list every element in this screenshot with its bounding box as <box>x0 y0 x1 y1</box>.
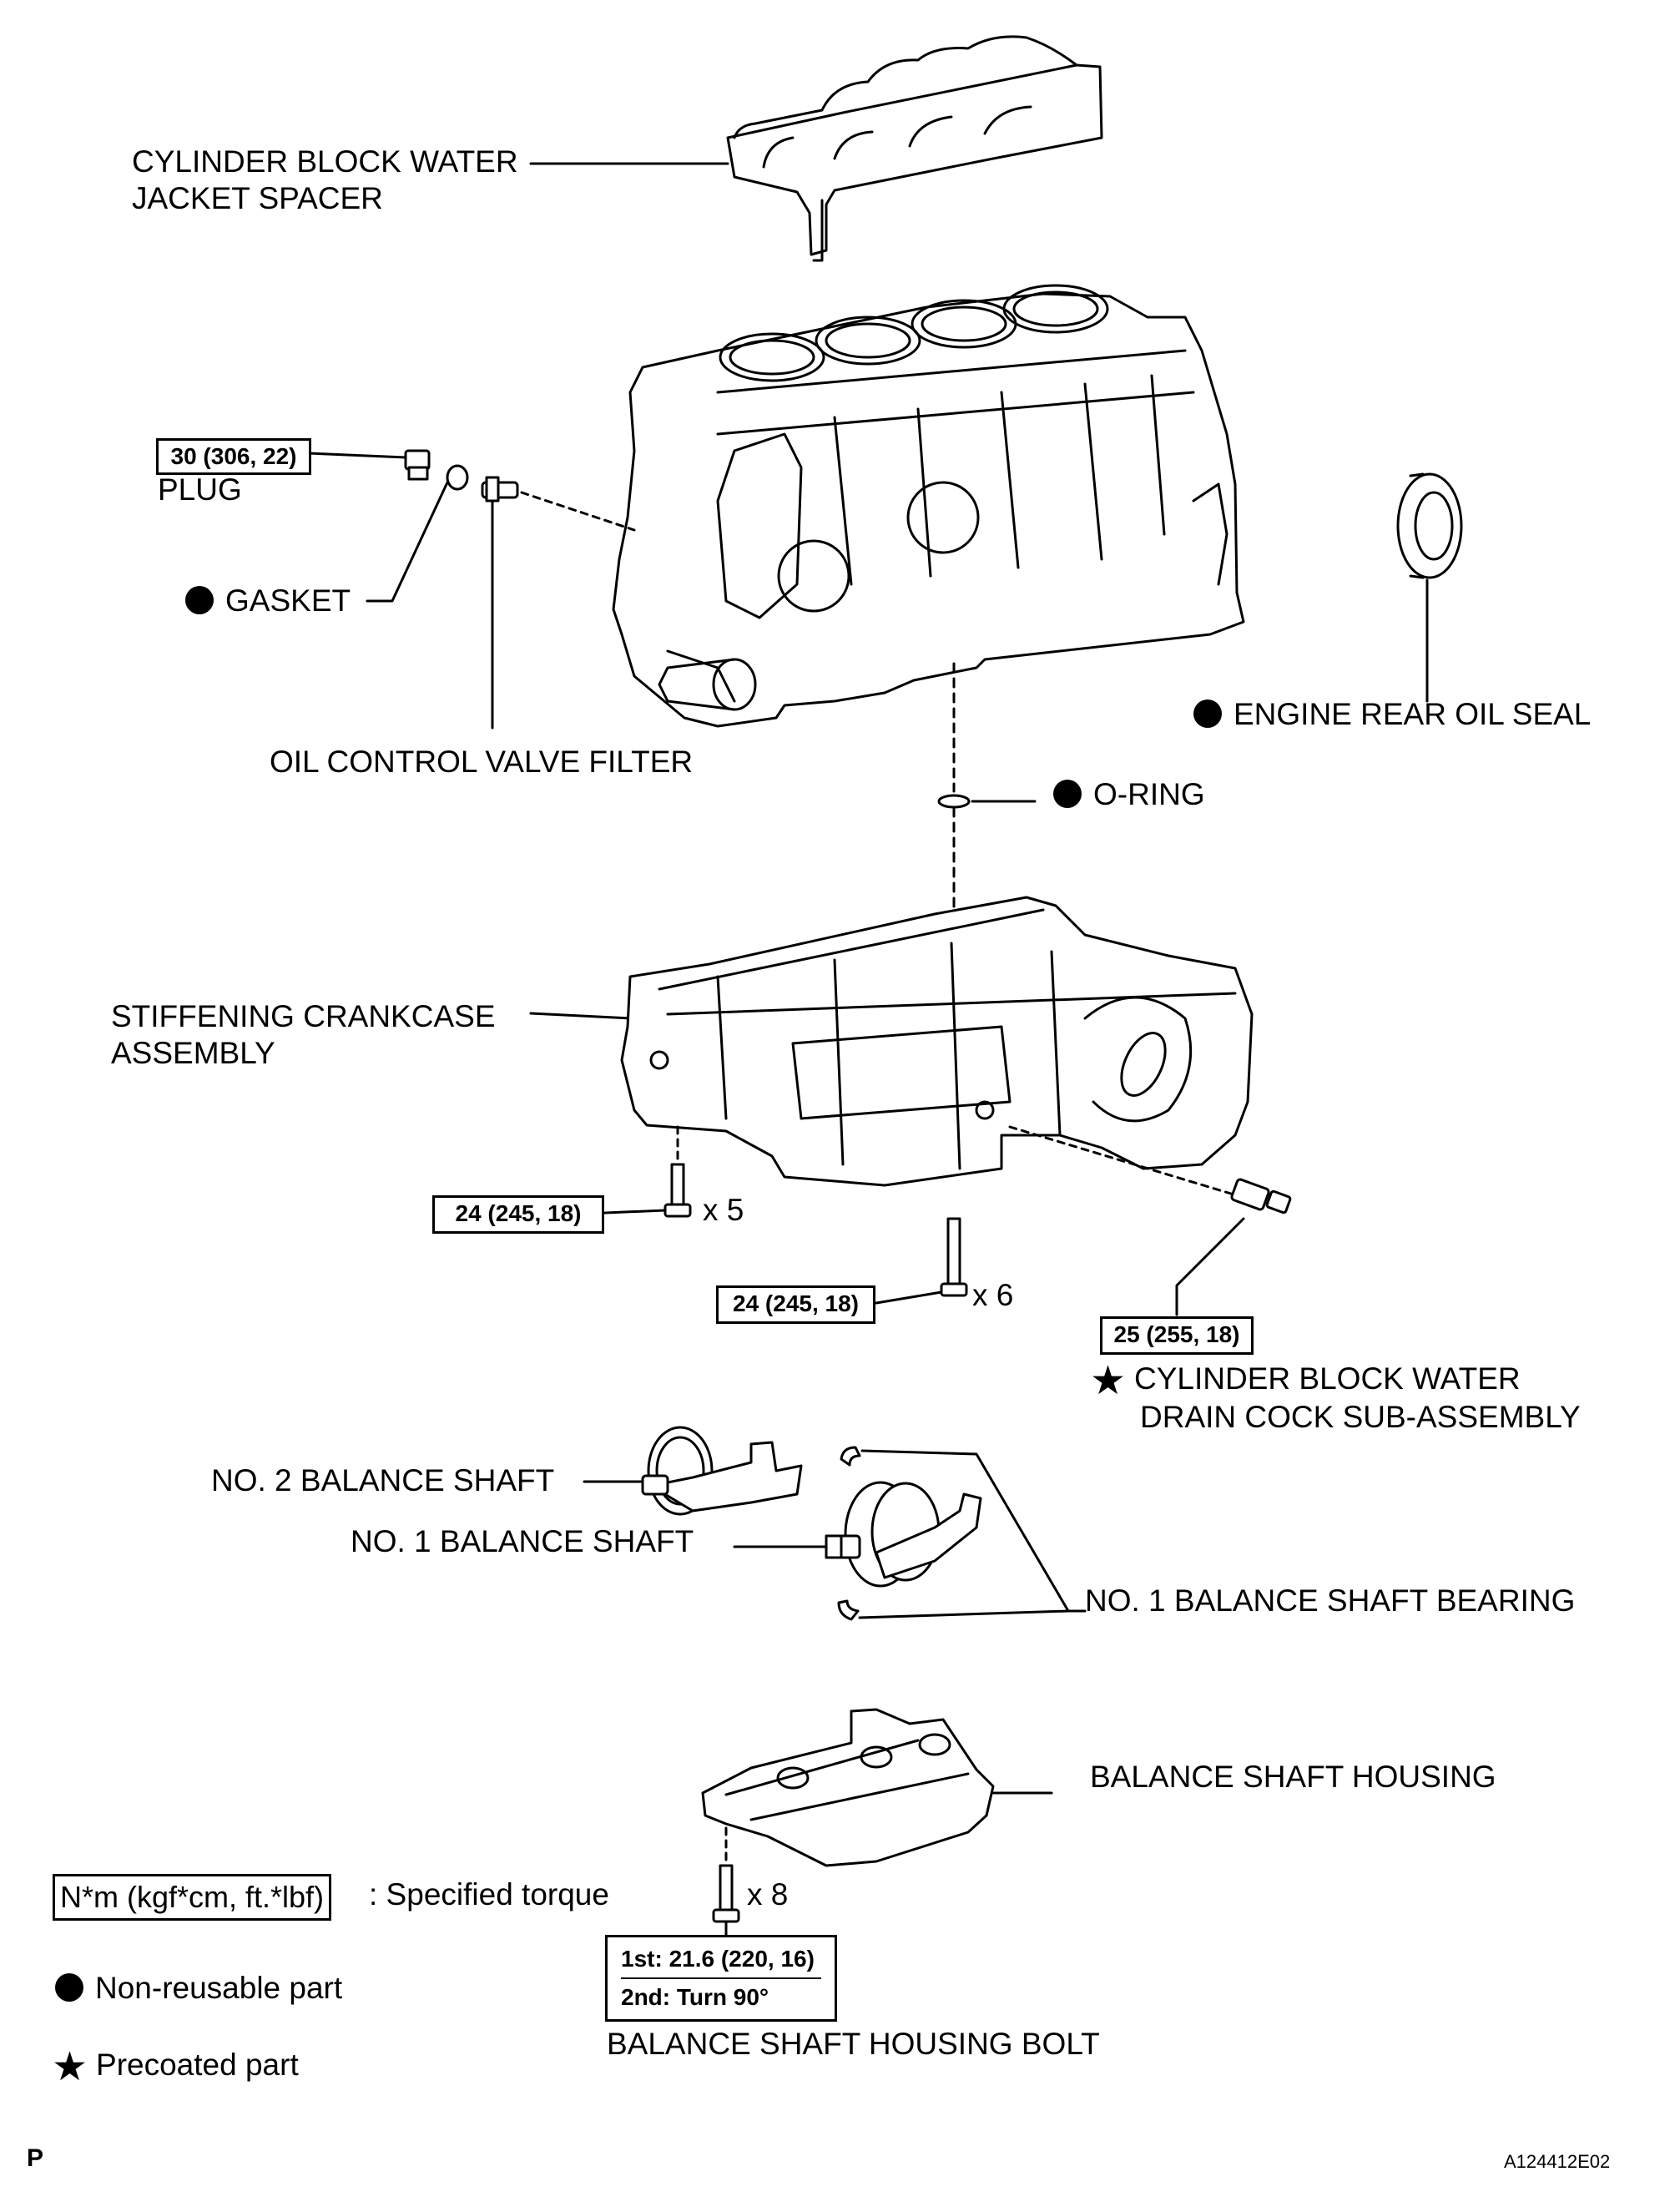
qty-housing-bolts: x 8 <box>747 1877 789 1912</box>
label-line: CYLINDER BLOCK WATER <box>132 144 518 179</box>
qty-crankcase-b: x 6 <box>972 1278 1014 1312</box>
label-no1-balance-shaft: NO. 1 BALANCE SHAFT <box>351 1524 694 1558</box>
label-no2-balance-shaft: NO. 2 BALANCE SHAFT <box>211 1463 555 1497</box>
legend-torque-desc: : Specified torque <box>369 1877 609 1912</box>
no2-balance-shaft-part <box>583 1426 803 1516</box>
leader-crankcase <box>529 1012 633 1020</box>
label-balance-shaft-housing: BALANCE SHAFT HOUSING <box>1090 1760 1496 1794</box>
label-line: ASSEMBLY <box>111 1036 275 1070</box>
label-text: CYLINDER BLOCK WATER <box>1134 1361 1521 1396</box>
legend-text: Precoated part <box>96 2048 299 2082</box>
water-jacket-spacer-part <box>726 35 1103 262</box>
non-reusable-icon <box>1053 780 1082 809</box>
torque-box-crankcase-a: 24 (245, 18) <box>432 1195 604 1234</box>
stiffening-crankcase-part <box>620 896 1254 1187</box>
qty-crankcase-a: x 5 <box>703 1193 744 1227</box>
label-no1-balance-shaft-bearing: NO. 1 BALANCE SHAFT BEARING <box>1085 1583 1576 1618</box>
legend-torque-unit-box: N*m (kgf*cm, ft.*lbf) <box>53 1874 332 1921</box>
label-text: GASKET <box>225 583 351 618</box>
label-balance-shaft-housing-bolt: BALANCE SHAFT HOUSING BOLT <box>607 2027 1100 2061</box>
torque-box-drain-cock: 25 (255, 18) <box>1100 1316 1254 1355</box>
label-line: JACKET SPACER <box>132 181 383 215</box>
label-text: ENGINE REAR OIL SEAL <box>1234 697 1592 731</box>
crankcase-bolt-a-part <box>603 1125 692 1218</box>
torque-step-1: 1st: 21.6 (220, 16) <box>621 1946 815 1972</box>
crankcase-bolt-b-part <box>875 1217 968 1305</box>
label-o-ring: O-RING <box>1053 776 1205 813</box>
plug-gasket-filter-parts <box>307 449 636 730</box>
torque-box-housing-bolt: 1st: 21.6 (220, 16) 2nd: Turn 90° <box>605 1935 837 2022</box>
legend-text: Non-reusable part <box>95 1971 343 2005</box>
precoated-star-icon: ★ <box>1090 1357 1127 1405</box>
label-engine-rear-oil-seal: ENGINE REAR OIL SEAL <box>1193 696 1591 733</box>
torque-step-2: 2nd: Turn 90° <box>621 1977 821 2016</box>
balance-shaft-bearing-parts <box>837 1446 1087 1621</box>
label-oil-control-valve-filter: OIL CONTROL VALVE FILTER <box>270 745 694 779</box>
non-reusable-icon <box>1193 699 1222 729</box>
balance-shaft-housing-part <box>701 1708 1053 1867</box>
torque-box-plug: 30 (306, 22) <box>156 438 311 475</box>
label-text: O-RING <box>1093 777 1205 811</box>
label-line: DRAIN COCK SUB-ASSEMBLY <box>1140 1400 1581 1435</box>
label-line: STIFFENING CRANKCASE <box>111 999 496 1033</box>
label-water-jacket-spacer: CYLINDER BLOCK WATER JACKET SPACER <box>132 144 518 217</box>
figure-id: A124412E02 <box>1504 2151 1611 2172</box>
label-drain-cock: ★CYLINDER BLOCK WATER DRAIN COCK SUB-ASS… <box>1090 1361 1581 1436</box>
non-reusable-icon <box>55 1973 83 2002</box>
legend-precoated: ★Precoated part <box>52 2043 299 2091</box>
label-gasket: GASKET <box>185 583 351 619</box>
non-reusable-icon <box>185 586 214 615</box>
label-plug: PLUG <box>158 472 242 507</box>
label-stiffening-crankcase: STIFFENING CRANKCASE ASSEMBLY <box>111 998 496 1072</box>
label-line: ★CYLINDER BLOCK WATER <box>1090 1357 1581 1405</box>
cylinder-block-part <box>612 284 1245 728</box>
precoated-star-icon: ★ <box>52 2043 88 2091</box>
housing-bolt-part <box>712 1826 740 1937</box>
o-ring-part <box>937 794 971 809</box>
footer-left-code: P <box>27 2144 44 2172</box>
legend-non-reusable: Non-reusable part <box>55 1970 342 2007</box>
no1-balance-shaft-part <box>733 1481 982 1588</box>
drain-cock-part <box>1008 1125 1292 1316</box>
torque-box-crankcase-b: 24 (245, 18) <box>716 1285 875 1324</box>
engine-rear-oil-seal-part <box>1396 472 1463 703</box>
